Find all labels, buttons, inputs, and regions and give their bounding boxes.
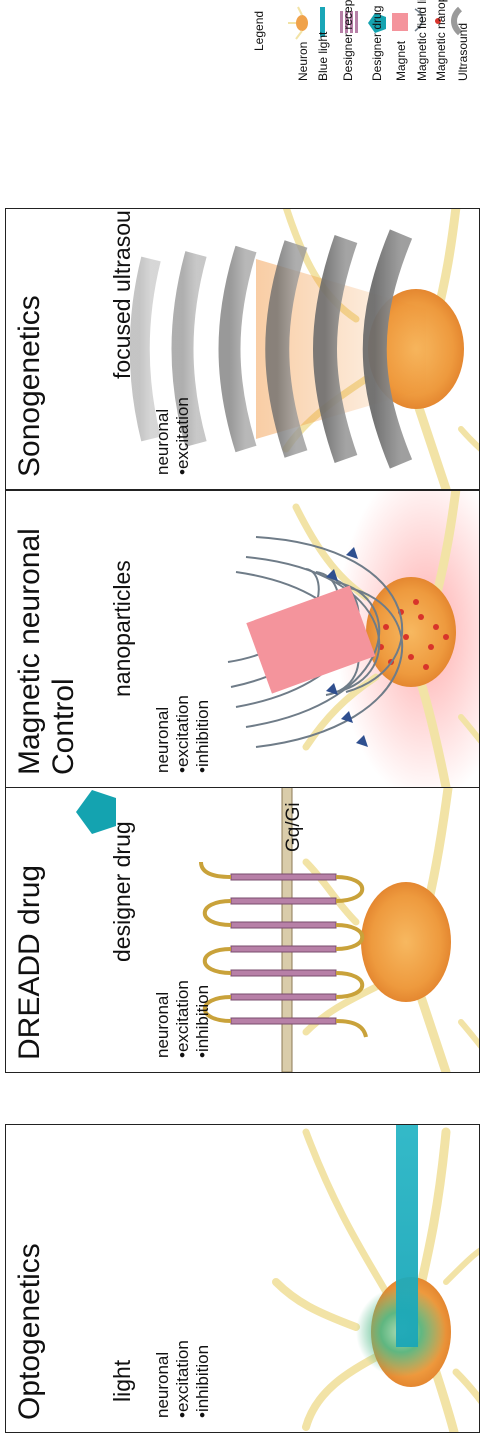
- panel-subtitle: light: [109, 1360, 136, 1402]
- effect-item: •excitation: [173, 695, 193, 773]
- panel-title: Optogenetics: [14, 1243, 46, 1420]
- effect-item: •excitation: [173, 980, 193, 1058]
- effect-heading: neuronal: [153, 695, 173, 773]
- panel-optogenetics: Optogenetics light neuronal •excitation …: [5, 1124, 480, 1433]
- effect-item: •inhibition: [193, 980, 213, 1058]
- legend-label: Magnetic field line: [415, 0, 429, 81]
- panel-title: Sonogenetics: [14, 295, 46, 477]
- panel-title-line2: Control: [48, 678, 80, 775]
- legend-label: Ultrasound: [456, 23, 470, 81]
- legend-label: Blue light: [316, 32, 330, 81]
- effects-list: neuronal •excitation •inhibition: [153, 695, 213, 773]
- receptor-label: Gq/Gi: [283, 802, 305, 852]
- legend: Legend Neuron Blue light Designer re: [240, 1, 485, 201]
- neuron-body: [361, 882, 451, 1002]
- dreadd-art: [6, 766, 480, 1072]
- effect-item: •excitation: [173, 397, 193, 475]
- effects-list: neuronal •excitation: [153, 397, 193, 475]
- panel-subtitle: nanoparticles: [109, 560, 136, 697]
- effect-item: •inhibition: [193, 1340, 213, 1418]
- effect-heading: neuronal: [153, 397, 173, 475]
- blue-light-beam: [396, 1124, 418, 1347]
- neuron-icon: [288, 7, 308, 39]
- effect-item: •inhibition: [193, 695, 213, 773]
- magnet-icon: [392, 13, 408, 31]
- effect-item: •excitation: [173, 1340, 193, 1418]
- panel-subtitle: focused ultrasound: [109, 208, 136, 379]
- legend-label: Designer receptor: [341, 0, 355, 81]
- legend-label: Magnetic nanoparticle: [434, 0, 448, 81]
- legend-label: Neuron: [296, 42, 310, 81]
- panel-sonogenetics: Sonogenetics focused ultrasound neuronal…: [5, 208, 480, 490]
- sonogenetics-art: [6, 208, 480, 489]
- effects-list: neuronal •excitation •inhibition: [153, 980, 213, 1058]
- effect-heading: neuronal: [153, 1340, 173, 1418]
- legend-label: Designer drug: [370, 6, 384, 81]
- legend-icons: [240, 1, 485, 201]
- effect-heading: neuronal: [153, 980, 173, 1058]
- neuron-dendrites: [276, 1132, 480, 1432]
- legend-label: Magnet: [394, 41, 408, 81]
- panel-subtitle: designer drug: [109, 821, 136, 962]
- panel-magnetic: Magnetic neuronal Control nanoparticles …: [5, 490, 480, 788]
- panel-title-line1: Magnetic neuronal: [14, 528, 46, 775]
- panel-dreadd: DREADD drug designer drug neuronal •exci…: [5, 766, 480, 1073]
- panel-title: DREADD drug: [14, 865, 46, 1060]
- effects-list: neuronal •excitation •inhibition: [153, 1340, 213, 1418]
- optogenetics-art: [6, 1124, 480, 1432]
